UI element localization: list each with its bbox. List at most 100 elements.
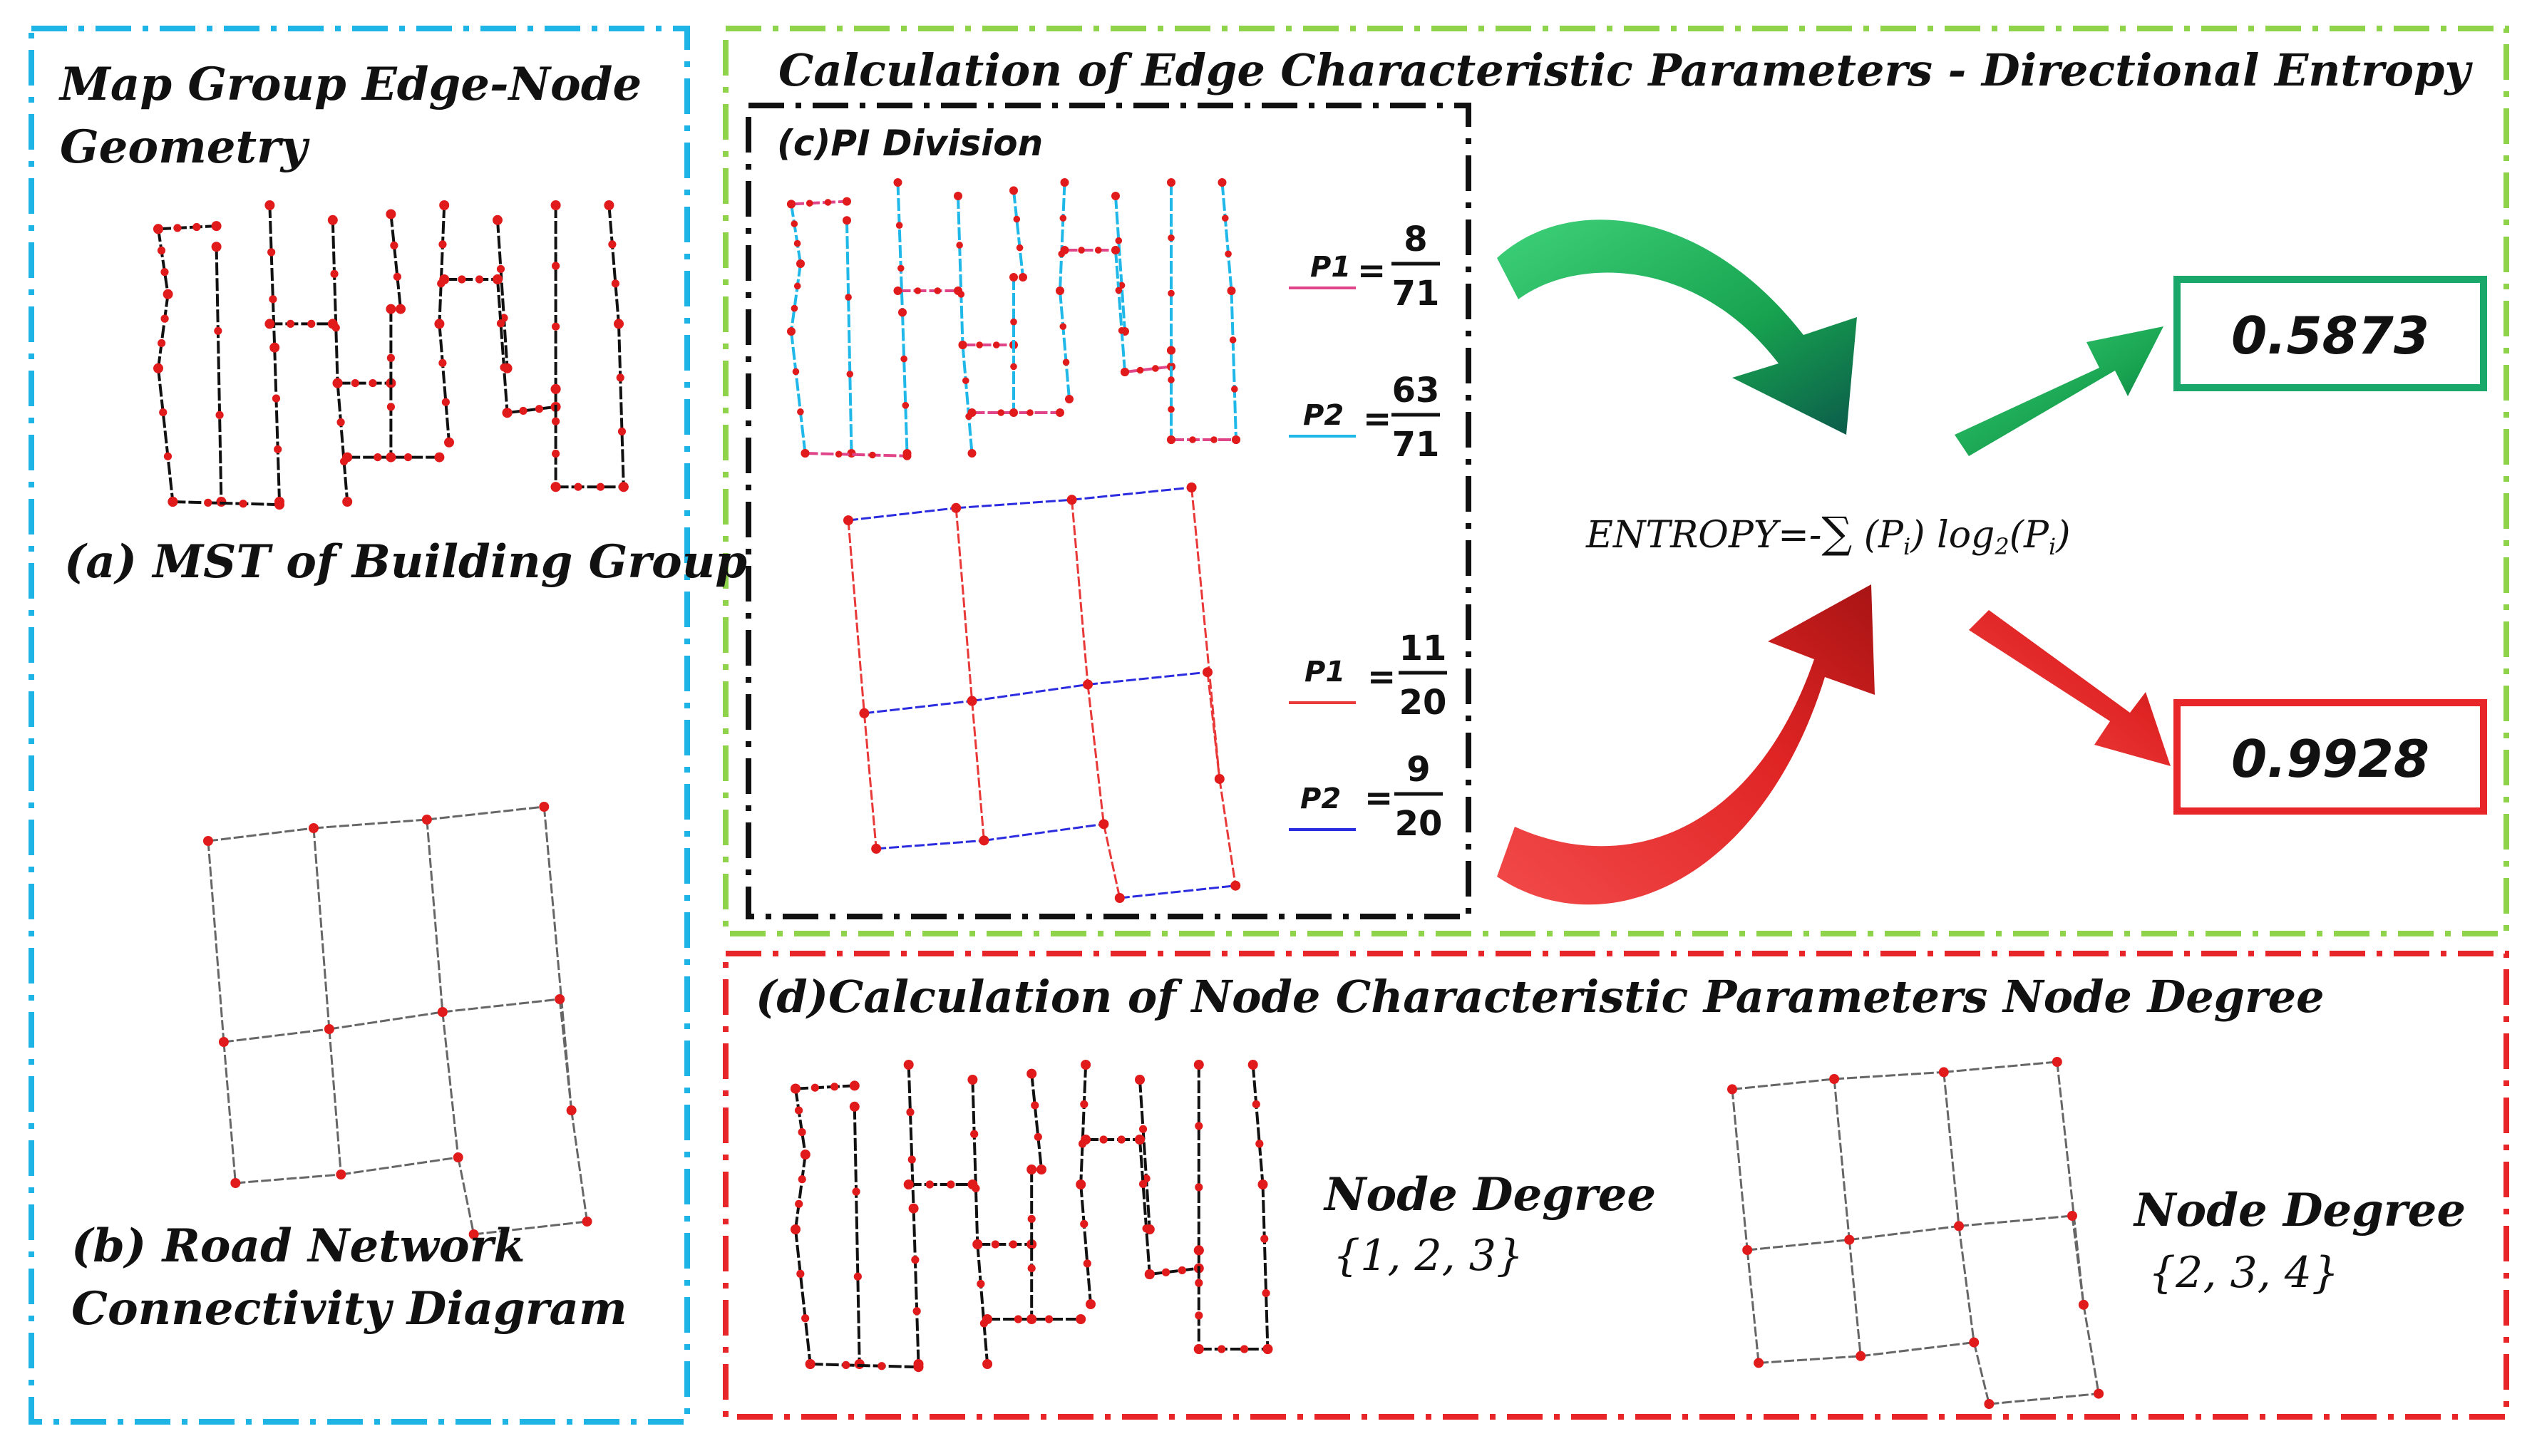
graph-node	[967, 449, 977, 458]
graph-node	[956, 242, 963, 249]
graph-node	[550, 383, 561, 394]
graph-edge	[1059, 290, 1071, 400]
graph-node	[1062, 358, 1070, 366]
graph-node	[2052, 1057, 2062, 1067]
graph-node	[793, 239, 801, 247]
panel-c-inner-frame	[746, 103, 1471, 919]
graph-node	[1094, 247, 1102, 254]
fraction-label: P1	[1310, 251, 1351, 284]
graph-node	[336, 1170, 346, 1179]
graph-node	[798, 1127, 806, 1137]
graph-node	[895, 222, 903, 229]
graph-node	[1078, 247, 1085, 254]
graph-node	[1969, 1337, 1980, 1348]
panel-b-caption-line2: Connectivity Diagram	[71, 1282, 627, 1336]
graph-node	[274, 445, 282, 454]
graph-node	[1754, 1358, 1764, 1368]
graph-node	[1019, 273, 1027, 282]
graph-node	[806, 200, 813, 207]
graph-node	[787, 200, 796, 209]
graph-node	[967, 696, 977, 706]
mst-graph-d	[791, 1060, 1273, 1373]
graph-node	[908, 1203, 919, 1214]
graph-node	[386, 209, 396, 220]
graph-node	[913, 1362, 924, 1373]
result-value-green: 0.5873	[2231, 306, 2429, 366]
graph-node	[1255, 1140, 1264, 1148]
graph-node	[1031, 1101, 1039, 1110]
graph-node	[439, 200, 450, 210]
fraction-numerator: 63	[1392, 371, 1440, 411]
graph-node	[1059, 323, 1067, 330]
graph-edge	[1833, 1078, 1851, 1240]
graph-node	[1026, 1314, 1037, 1324]
graph-node	[1066, 495, 1077, 505]
graph-node	[800, 1150, 810, 1160]
fraction-denominator: 71	[1392, 425, 1440, 465]
graph-node	[795, 1199, 803, 1208]
graph-node	[596, 482, 605, 491]
graph-node	[1026, 1068, 1037, 1079]
panel-a-header: Map Group Edge-Node	[58, 58, 642, 111]
entropy-formula: ENTROPY=-∑ (Pi) log2(Pi)	[1585, 508, 2071, 560]
graph-node	[791, 220, 798, 227]
graph-node	[203, 836, 213, 846]
graph-node	[336, 418, 345, 427]
graph-node	[906, 1108, 915, 1117]
graph-edge	[313, 818, 427, 830]
graph-node	[611, 279, 619, 288]
graph-edge	[1059, 182, 1066, 291]
mst-graph-a	[153, 200, 629, 510]
graph-node	[439, 274, 450, 284]
graph-edge	[223, 1028, 330, 1043]
graph-edge	[1190, 487, 1221, 780]
graph-node	[496, 319, 505, 328]
graph-edge	[957, 195, 964, 346]
node-degree-set-mst: {1, 2, 3}	[1333, 1231, 1523, 1281]
graph-edge	[1746, 1249, 1760, 1363]
graph-edge	[222, 1041, 237, 1184]
fraction-label: P2	[1303, 399, 1344, 432]
graph-node	[843, 216, 851, 225]
graph-edge	[442, 998, 560, 1013]
graph-edge	[790, 331, 807, 454]
graph-node	[239, 500, 247, 508]
graph-node	[153, 224, 163, 234]
graph-edge	[901, 312, 909, 454]
graph-node	[444, 437, 454, 448]
graph-node	[893, 286, 902, 295]
graph-node	[493, 274, 503, 284]
fraction-denominator: 20	[1399, 683, 1447, 723]
graph-edge	[1251, 1064, 1265, 1185]
graph-node	[1193, 1060, 1204, 1070]
graph-edge	[1102, 824, 1121, 899]
graph-node	[976, 341, 983, 348]
graph-edge	[2071, 1215, 2085, 1305]
graph-node	[794, 1106, 803, 1115]
graph-node	[911, 1256, 920, 1264]
graph-node	[849, 1080, 860, 1091]
graph-node	[1144, 1269, 1155, 1279]
graph-node	[614, 319, 624, 329]
graph-node	[330, 269, 339, 278]
graph-node	[1098, 819, 1109, 830]
graph-node	[1195, 1311, 1203, 1320]
graph-node	[211, 242, 222, 252]
graph-node	[1225, 250, 1232, 258]
graph-node	[574, 482, 582, 491]
graph-node	[1115, 237, 1123, 244]
graph-node	[791, 1083, 801, 1094]
graph-edge	[1012, 190, 1024, 278]
graph-node	[157, 246, 166, 255]
graph-node	[1262, 1289, 1270, 1298]
node-degree-label-road: Node Degree	[2133, 1184, 2466, 1237]
graph-node	[1230, 386, 1238, 393]
fraction-label: P2	[1300, 783, 1341, 815]
graph-edge	[912, 1208, 920, 1365]
graph-edge	[791, 200, 848, 206]
graph-edge	[426, 819, 444, 1013]
graph-node	[1016, 244, 1024, 252]
fraction-road-p1: P1 = 11 20	[1289, 629, 1447, 723]
graph-node	[849, 1101, 860, 1112]
graph-node	[215, 411, 224, 419]
